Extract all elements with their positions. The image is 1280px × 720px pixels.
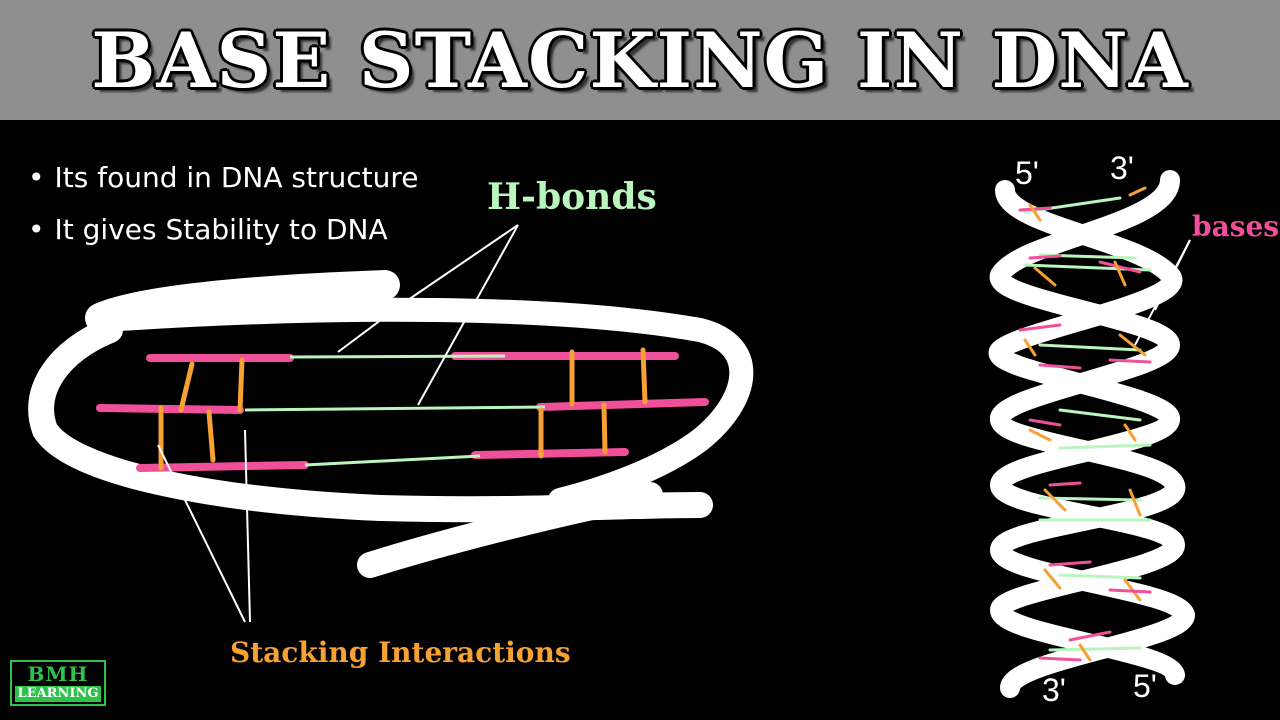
- highlight-scribble: [28, 270, 754, 578]
- bullet-item: It gives Stability to DNA: [28, 210, 418, 262]
- logo-top-text: BMH: [27, 662, 89, 686]
- bullet-item: Its found in DNA structure: [28, 158, 419, 210]
- page-title: BASE STACKING IN DNA: [91, 15, 1189, 105]
- helix-end-bottom-right: 5': [1133, 668, 1157, 704]
- stacking-lines: [158, 347, 648, 471]
- title-bar: BASE STACKING IN DNA: [0, 0, 1280, 120]
- helix-end-bottom-left: 3': [1042, 672, 1066, 708]
- bases-label: bases: [1192, 210, 1280, 243]
- bullet-list: Its found in DNA structure It gives Stab…: [28, 158, 419, 262]
- logo-bottom-text: LEARNING: [15, 686, 101, 702]
- stacking-interactions-label: Stacking Interactions: [230, 636, 571, 669]
- h-bond-lines: [244, 354, 546, 467]
- double-helix: [988, 170, 1196, 698]
- helix-bases: [1018, 186, 1152, 662]
- h-bonds-label: H-bonds: [487, 176, 657, 218]
- helix-end-top-left: 5': [1015, 155, 1039, 191]
- helix-end-top-right: 3': [1110, 150, 1134, 186]
- bmh-learning-logo: BMH LEARNING: [10, 660, 106, 706]
